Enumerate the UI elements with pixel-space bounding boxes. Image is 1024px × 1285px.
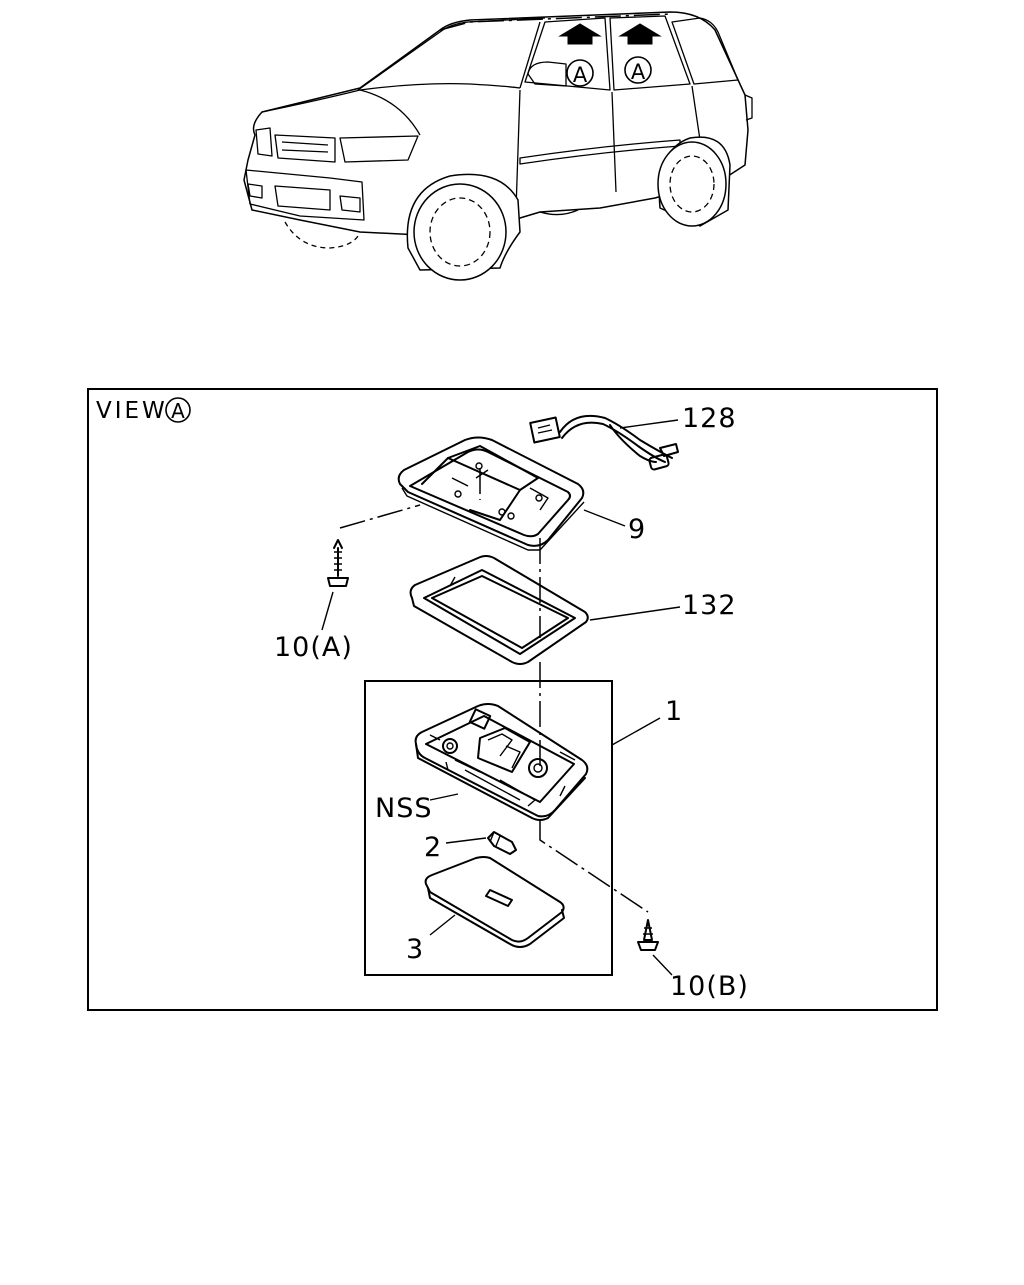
- label-10a: 10(A): [274, 632, 353, 663]
- view-title-text: VIEW: [96, 398, 168, 424]
- alignment-lines: [339, 468, 649, 913]
- arrow-up-icon: [618, 23, 662, 45]
- marker-letter: A: [573, 63, 588, 87]
- assembly-box: [364, 680, 613, 976]
- part-10b-clip: [637, 919, 659, 951]
- part-9-bezel: [397, 436, 585, 551]
- view-frame: [87, 388, 938, 1011]
- label-132: 132: [682, 590, 737, 621]
- part-1-lamp-housing: [414, 703, 589, 821]
- label-1: 1: [665, 696, 683, 727]
- label-9: 9: [628, 514, 646, 545]
- label-3: 3: [406, 934, 424, 965]
- circle-a-marker-icon: [566, 59, 594, 87]
- view-title: VIEW A: [96, 397, 191, 424]
- circle-a-marker-icon: [624, 56, 652, 84]
- view-a-marker-rear: A: [618, 23, 662, 84]
- label-128: 128: [682, 403, 737, 434]
- part-10a-screw: [327, 539, 349, 587]
- arrow-up-icon: [558, 23, 602, 45]
- view-a-marker-front: A: [558, 23, 602, 87]
- label-10b: 10(B): [670, 971, 749, 1002]
- part-132-gasket: [409, 555, 589, 665]
- part-128-wire-harness: [529, 414, 679, 471]
- marker-letter: A: [631, 60, 646, 84]
- view-title-marker: A: [171, 399, 185, 423]
- leader-lines: [321, 419, 681, 976]
- vehicle-illustration: [243, 11, 753, 281]
- label-nss: NSS: [375, 793, 432, 824]
- part-2-bulb: [487, 831, 517, 855]
- label-2: 2: [424, 832, 442, 863]
- circle-a-marker-icon: [165, 397, 191, 423]
- part-3-lens: [424, 856, 565, 948]
